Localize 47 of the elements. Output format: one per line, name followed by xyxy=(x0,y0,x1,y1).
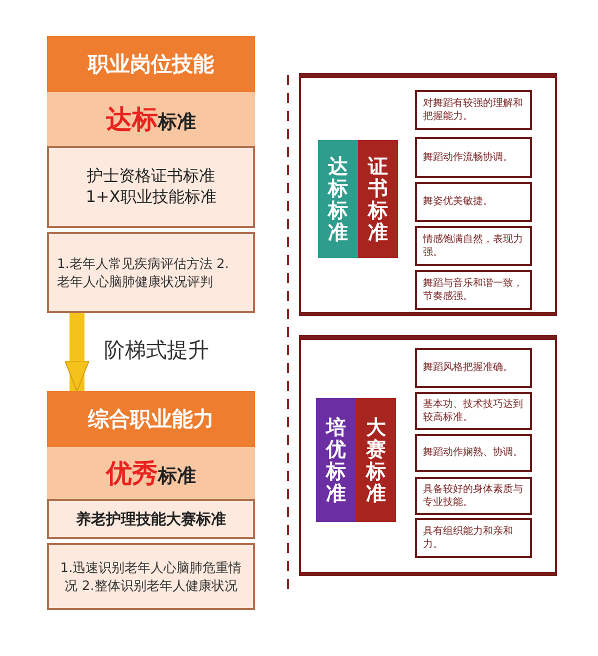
header-bar xyxy=(47,36,255,92)
node-text: 舞姿优美敏捷。 xyxy=(423,195,493,209)
node-text: 养老护理技能大赛标准 xyxy=(76,510,226,528)
category-label xyxy=(356,398,396,522)
vertical-label: 证书标准 xyxy=(368,155,388,243)
node-text: 舞蹈风格把握准确。 xyxy=(423,361,513,375)
content-box xyxy=(47,543,255,610)
standard-box xyxy=(47,146,255,228)
vertical-label: 培优标准 xyxy=(326,416,346,504)
list-text: 1.老年人常见疾病评估方法 2.老年人心脑肺健康状况评判 xyxy=(57,256,230,290)
criterion-box xyxy=(415,137,532,178)
down-arrow xyxy=(64,313,90,392)
criterion-box xyxy=(415,270,532,310)
node-text: 基本功、技术技巧达到较高标准。 xyxy=(423,398,524,424)
node-text: 综合职业能力 xyxy=(88,406,214,433)
standard-frame xyxy=(299,73,557,316)
criterion-box xyxy=(415,348,532,388)
node-text: 对舞蹈有较强的理解和把握能力。 xyxy=(423,96,524,124)
level-bar xyxy=(47,92,255,146)
header-bar xyxy=(47,391,255,447)
category-label xyxy=(316,398,356,522)
node-text: 优秀标准 xyxy=(106,458,196,490)
node-text: 职业岗位技能 xyxy=(88,51,214,78)
node-text: 舞蹈动作娴熟、协调。 xyxy=(423,446,523,460)
level-bar xyxy=(47,447,255,499)
criterion-box xyxy=(415,434,532,472)
content-box xyxy=(47,232,255,313)
criterion-box xyxy=(415,518,532,558)
vertical-label: 达标标准 xyxy=(328,155,348,243)
node-text: 舞蹈与音乐和谐一致，节奏感强。 xyxy=(423,276,524,304)
node-text: 具有组织能力和亲和力。 xyxy=(423,524,514,552)
criterion-box xyxy=(415,392,532,430)
standard-box xyxy=(47,499,255,539)
criterion-box xyxy=(415,226,532,266)
node-text: 情感饱满自然，表现力强。 xyxy=(423,232,524,260)
node-text: 具备较好的身体素质与专业技能。 xyxy=(423,482,524,510)
list-text: 1.迅速识别老年人心脑肺危重情况 2.整体识别老年人健康状况 xyxy=(59,560,243,594)
criterion-box xyxy=(415,90,532,130)
category-label xyxy=(358,140,398,258)
vertical-label: 大赛标准 xyxy=(366,416,386,504)
category-label xyxy=(318,140,358,258)
criterion-box xyxy=(415,477,532,515)
criterion-box xyxy=(415,182,532,222)
standard-frame xyxy=(299,335,557,576)
node-text: 达标标准 xyxy=(106,104,196,136)
node-text: 舞蹈动作流畅协调。 xyxy=(423,150,513,164)
node-text: 护士资格证书标准 1+X职业技能标准 xyxy=(84,166,218,208)
